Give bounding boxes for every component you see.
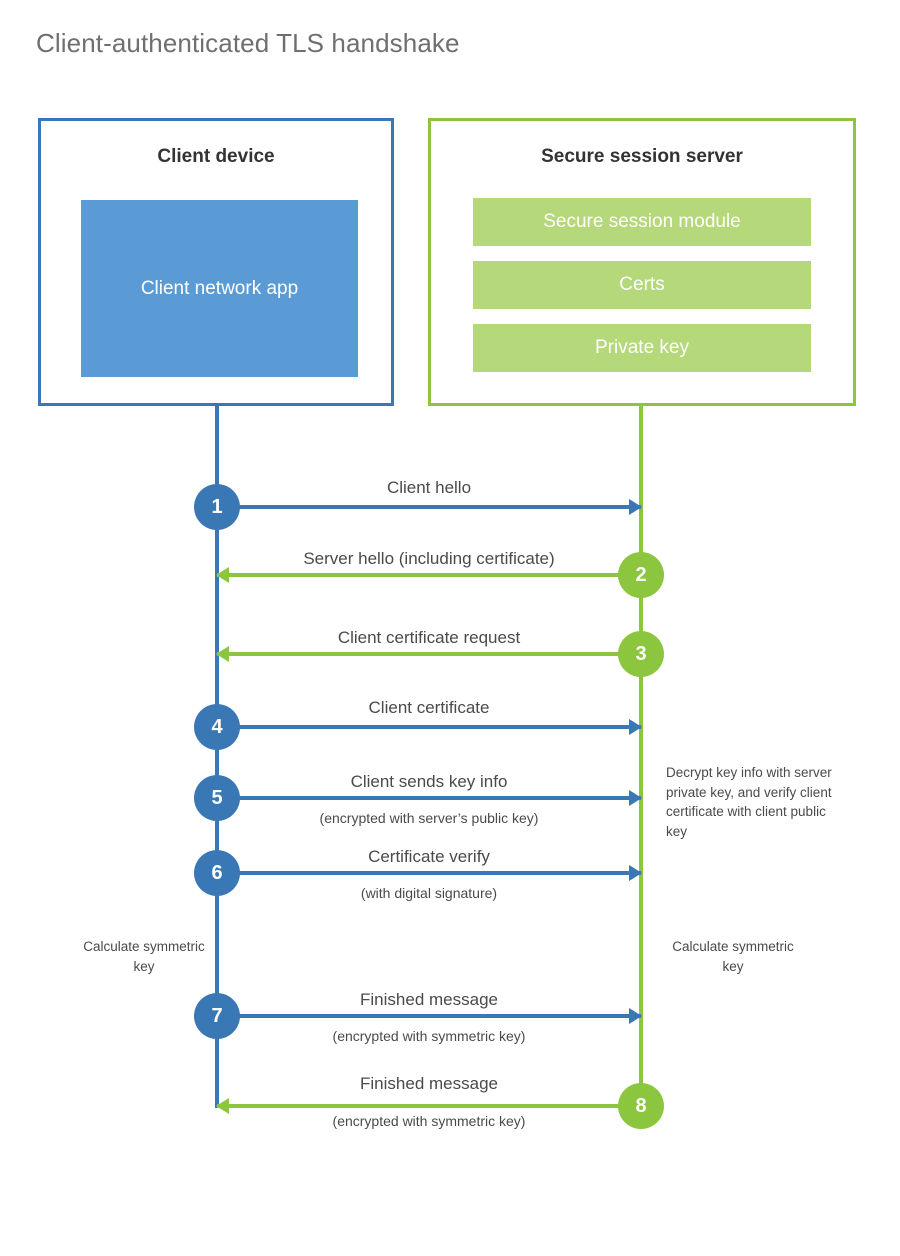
client-network-app-block: Client network app [81,200,358,377]
arrow-head-icon [216,1098,229,1114]
message-sublabel-5: (encrypted with server’s public key) [319,810,539,826]
server-module-private-key: Private key [473,324,811,372]
message-arrow-1 [217,499,642,515]
arrow-head-icon [629,865,642,881]
message-label-5: Client sends key info [350,772,508,791]
note-client-calculate-symmetric-key: Calculate symmetric key [83,939,205,974]
message-label-3: Client certificate request [337,628,521,647]
arrow-head-icon [629,499,642,515]
arrow-head-icon [216,646,229,662]
message-label-7: Finished message [360,990,498,1009]
step-circle-1[interactable]: 1 [194,484,240,530]
step-circle-7[interactable]: 7 [194,993,240,1039]
message-label-1: Client hello [386,478,472,497]
arrow-head-icon [629,719,642,735]
secure-session-server-box: Secure session server Secure session mod… [428,118,856,406]
message-arrow-5 [217,790,642,806]
arrow-head-icon [629,1008,642,1024]
step-circle-2[interactable]: 2 [618,552,664,598]
message-sublabel-6: (with digital signature) [360,885,498,901]
message-arrow-7 [217,1008,642,1024]
page-title: Client-authenticated TLS handshake [36,28,460,58]
arrow-head-icon [216,567,229,583]
arrow-head-icon [629,790,642,806]
step-circle-4[interactable]: 4 [194,704,240,750]
step-circle-5[interactable]: 5 [194,775,240,821]
message-sublabel-7: (encrypted with symmetric key) [332,1028,526,1044]
client-device-title: Client device [157,146,275,167]
server-module-secure-session-module: Secure session module [473,198,811,246]
message-label-8: Finished message [360,1074,498,1093]
message-arrow-2 [216,567,641,583]
note-server-calculate-symmetric-key: Calculate symmetric key [672,939,794,974]
message-arrow-8 [216,1098,641,1114]
server-module-certs: Certs [473,261,811,309]
message-arrow-4 [217,719,642,735]
step-circle-3[interactable]: 3 [618,631,664,677]
client-lifeline [215,406,219,1108]
client-device-box: Client device Client network app [38,118,394,406]
message-arrow-3 [216,646,641,662]
step-circle-8[interactable]: 8 [618,1083,664,1129]
secure-session-server-title: Secure session server [541,146,743,167]
message-label-6: Certificate verify [368,847,490,866]
message-sublabel-8: (encrypted with symmetric key) [332,1113,526,1129]
note-server-decrypt: Decrypt key info with server private key… [666,765,832,839]
message-arrow-6 [217,865,642,881]
message-label-2: Server hello (including certificate) [303,549,555,568]
step-circle-6[interactable]: 6 [194,850,240,896]
message-label-4: Client certificate [368,698,490,717]
server-lifeline [639,406,643,1106]
